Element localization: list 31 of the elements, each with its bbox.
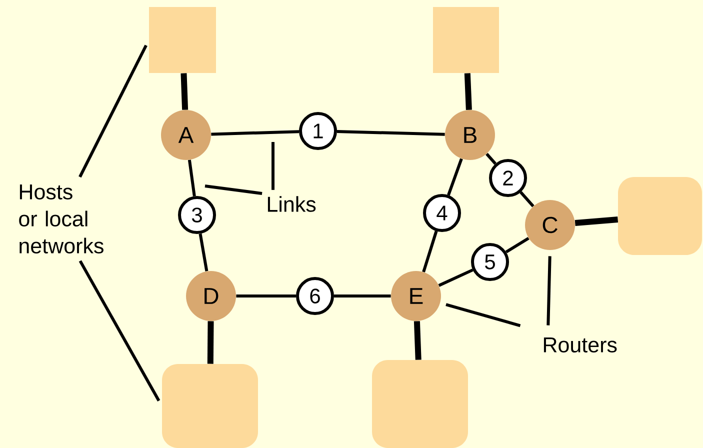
- network-link: [236, 294, 296, 298]
- host-connection: [207, 321, 214, 364]
- leader-line: [204, 184, 262, 195]
- callout-text: Hosts or local networks: [19, 184, 104, 254]
- callout-text: Links: [268, 196, 316, 212]
- network-link: [188, 160, 196, 196]
- network-link: [520, 191, 534, 208]
- host-connection: [574, 216, 618, 226]
- leader-line: [272, 142, 274, 190]
- callout-text: Routers: [544, 338, 617, 352]
- network-cloud: [372, 360, 468, 448]
- leader-line: [78, 44, 148, 178]
- host-connection: [414, 321, 422, 360]
- host-box: [149, 7, 216, 73]
- host-box: [433, 7, 499, 73]
- leader-line: [546, 256, 552, 326]
- network-link: [447, 158, 463, 196]
- network-link: [198, 233, 208, 272]
- network-cloud: [618, 177, 702, 255]
- network-link: [334, 294, 391, 298]
- network-link: [211, 130, 300, 136]
- network-link: [486, 152, 497, 165]
- network-link: [505, 236, 530, 254]
- network-link: [336, 130, 445, 136]
- host-connection: [464, 73, 472, 110]
- network-link: [438, 268, 474, 287]
- network-cloud: [162, 364, 258, 448]
- leader-line: [78, 260, 160, 402]
- host-connection: [180, 73, 188, 110]
- leader-line: [446, 303, 521, 328]
- network-link: [422, 230, 438, 272]
